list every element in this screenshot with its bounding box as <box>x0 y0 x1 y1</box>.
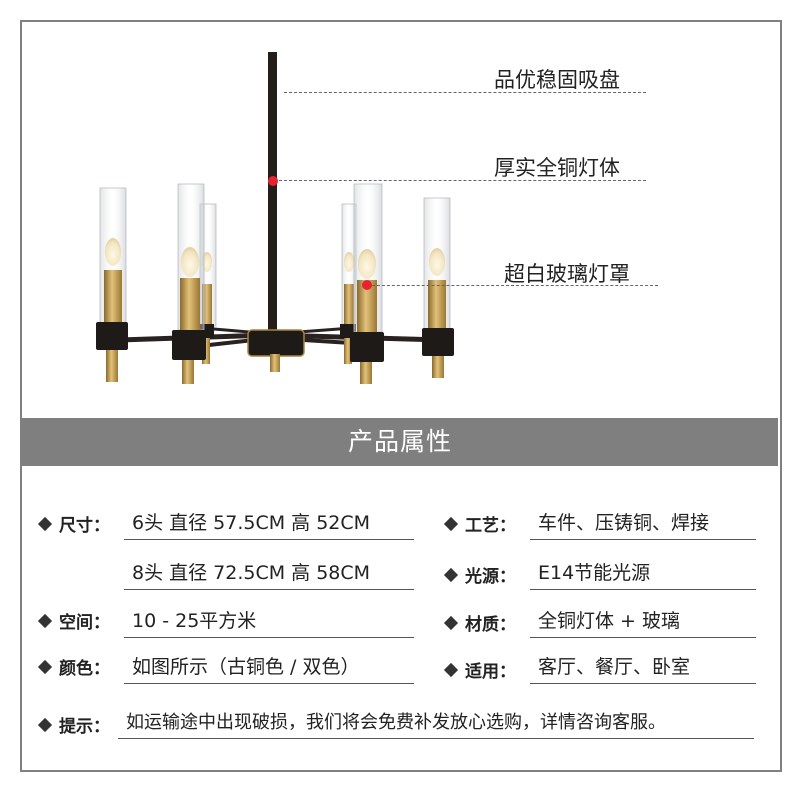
attr-label-size: 尺寸： <box>37 511 110 536</box>
attr-label-material: 材质： <box>443 610 516 635</box>
attr-value-light-source: E14节能光源 <box>530 558 756 590</box>
candle-front-1 <box>96 187 128 382</box>
chandelier-image <box>96 52 454 384</box>
marker-dot-lower <box>362 280 372 290</box>
diamond-bullet-icon <box>443 567 459 583</box>
product-hero: 品优稳固吸盘 厚实全铜灯体 超白玻璃灯罩 <box>22 22 778 416</box>
candle-front-4 <box>422 197 454 378</box>
annotation-middle: 厚实全铜灯体 <box>494 156 620 180</box>
center-rod <box>268 52 277 342</box>
page-frame <box>20 20 782 772</box>
candle-back-right <box>340 203 357 364</box>
annotation-line-lower <box>372 285 658 286</box>
attr-value-color: 如图所示（古铜色 / 双色） <box>124 652 414 684</box>
annotation-line-middle <box>274 180 646 181</box>
attr-label-space: 空间： <box>37 608 110 633</box>
candle-front-3 <box>350 183 384 384</box>
annotation-lower: 超白玻璃灯罩 <box>504 262 630 286</box>
annotation-top: 品优稳固吸盘 <box>494 68 620 92</box>
diamond-bullet-icon <box>443 662 459 678</box>
diamond-bullet-icon <box>37 659 53 675</box>
attr-label-craft: 工艺： <box>443 511 516 536</box>
attr-value-space: 10 - 25平方米 <box>124 606 414 638</box>
section-title: 产品属性 <box>22 418 778 466</box>
diamond-bullet-icon <box>37 613 53 629</box>
attr-value-usage: 客厅、餐厅、卧室 <box>530 652 756 684</box>
attr-label-tip: 提示： <box>37 712 110 737</box>
attr-value-craft: 车件、压铸铜、焊接 <box>530 508 756 540</box>
diamond-bullet-icon <box>443 516 459 532</box>
attr-value-size-6: 6头 直径 57.5CM 高 52CM <box>124 508 414 540</box>
candle-front-2 <box>172 183 206 384</box>
diamond-bullet-icon <box>443 615 459 631</box>
marker-dot-middle <box>268 176 278 186</box>
attr-value-material: 全铜灯体 + 玻璃 <box>530 606 756 638</box>
attr-value-tip: 如运输途中出现破损，我们将会免费补发放心选购，详情咨询客服。 <box>118 708 754 739</box>
diamond-bullet-icon <box>37 516 53 532</box>
attr-label-usage: 适用： <box>443 657 516 682</box>
diamond-bullet-icon <box>37 717 53 733</box>
annotation-line-top <box>284 92 646 93</box>
attr-label-light-source: 光源： <box>443 562 516 587</box>
attr-value-size-8: 8头 直径 72.5CM 高 58CM <box>124 558 414 590</box>
attr-label-color: 颜色： <box>37 654 110 679</box>
